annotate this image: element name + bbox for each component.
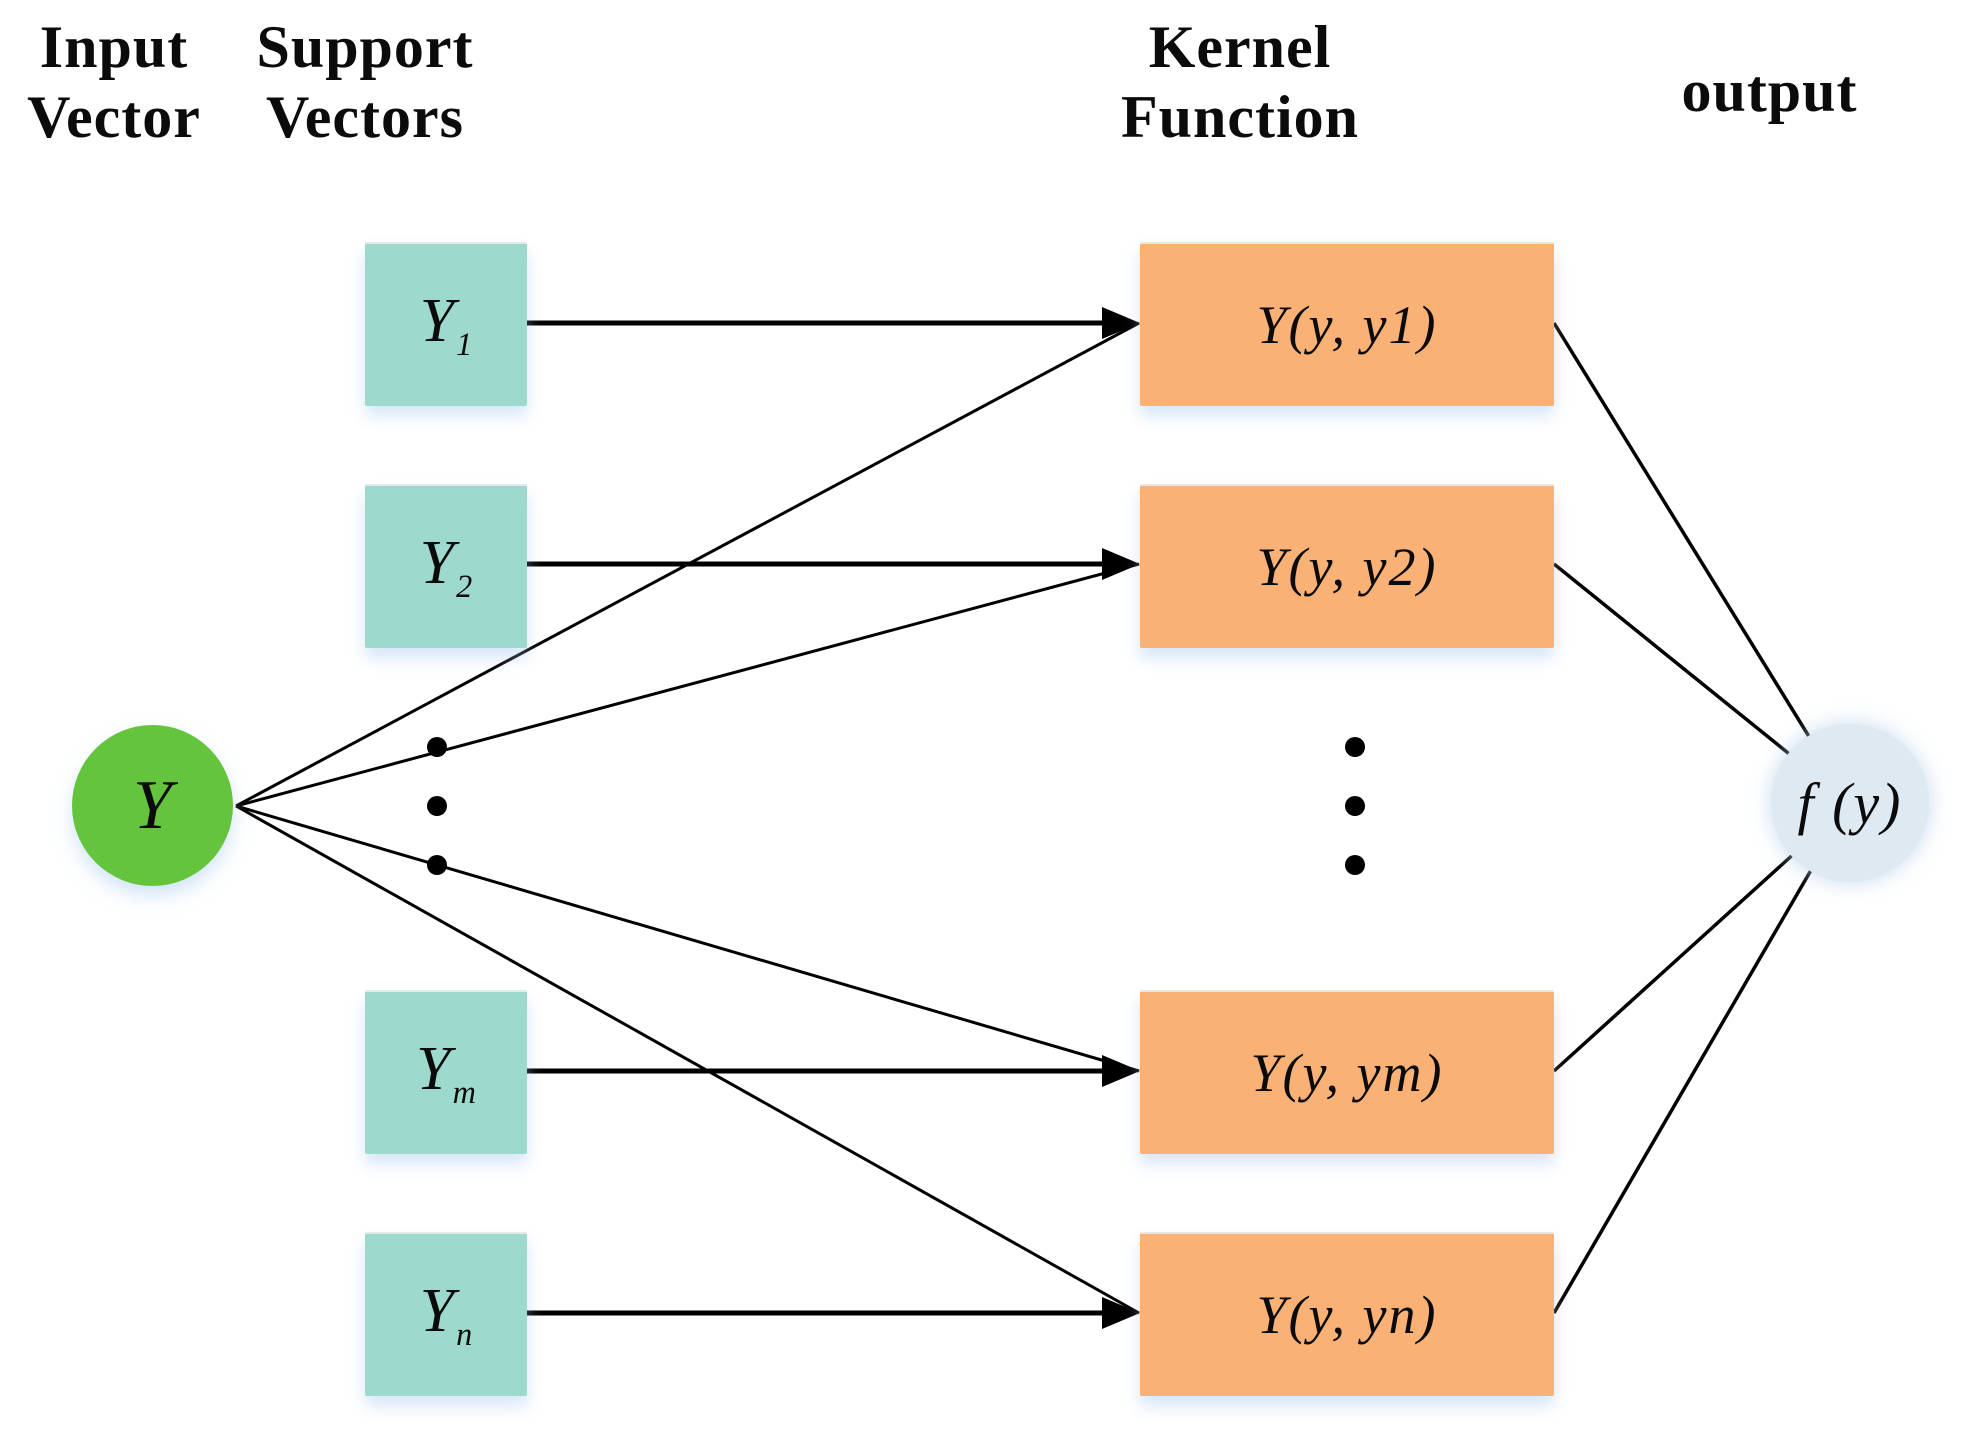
ellipsis-dots-kernel <box>1345 737 1365 875</box>
arrowhead-icon <box>1102 307 1140 339</box>
arrowhead-icon <box>1102 1297 1140 1329</box>
header-support-vectors: Support Vectors <box>245 12 485 152</box>
header-input-vector-line2: Vector <box>27 84 201 150</box>
support-vector-label-1: Y1 <box>419 286 473 363</box>
support-vector-label-n: Yn <box>419 1276 473 1353</box>
kernel-function-node-m: Y(y, ym) <box>1140 990 1554 1154</box>
support-vector-label-m: Ym <box>416 1034 476 1111</box>
ellipsis-dots-support <box>427 737 447 875</box>
arrowhead-icon <box>1102 548 1140 580</box>
kernel-function-label-1: Y(y, y1) <box>1256 295 1438 355</box>
support-vector-node-m: Ym <box>365 990 527 1154</box>
support-vector-node-1: Y1 <box>365 242 527 406</box>
output-node-label: f (y) <box>1797 770 1903 836</box>
header-kernel-function-line1: Kernel <box>1148 14 1332 80</box>
support-to-kernel-arrows <box>527 307 1140 1329</box>
arrowhead-icon <box>1102 1055 1140 1087</box>
header-kernel-function-line2: Function <box>1120 84 1360 150</box>
kernel-function-node-n: Y(y, yn) <box>1140 1232 1554 1396</box>
header-output: output <box>1681 58 1858 124</box>
kernel-function-label-n: Y(y, yn) <box>1256 1285 1438 1345</box>
header-support-vectors-line2: Vectors <box>265 84 465 150</box>
header-input-vector: Input Vector <box>0 12 234 152</box>
header-kernel-function: Kernel Function <box>1055 12 1425 152</box>
input-vector-node: Y <box>72 725 233 886</box>
header-support-vectors-line1: Support <box>256 14 474 80</box>
kernel-function-label-m: Y(y, ym) <box>1250 1043 1444 1103</box>
header-input-vector-line1: Input <box>39 14 189 80</box>
support-vector-node-2: Y2 <box>365 484 527 648</box>
kernel-function-label-2: Y(y, y2) <box>1256 537 1438 597</box>
kernel-function-node-2: Y(y, y2) <box>1140 484 1554 648</box>
input-to-kernel-lines <box>235 321 1140 1315</box>
kernel-function-node-1: Y(y, y1) <box>1140 242 1554 406</box>
output-node: f (y) <box>1771 724 1929 882</box>
input-vector-label: Y <box>133 766 172 844</box>
support-vector-label-2: Y2 <box>419 528 473 605</box>
support-vector-node-n: Yn <box>365 1232 527 1396</box>
